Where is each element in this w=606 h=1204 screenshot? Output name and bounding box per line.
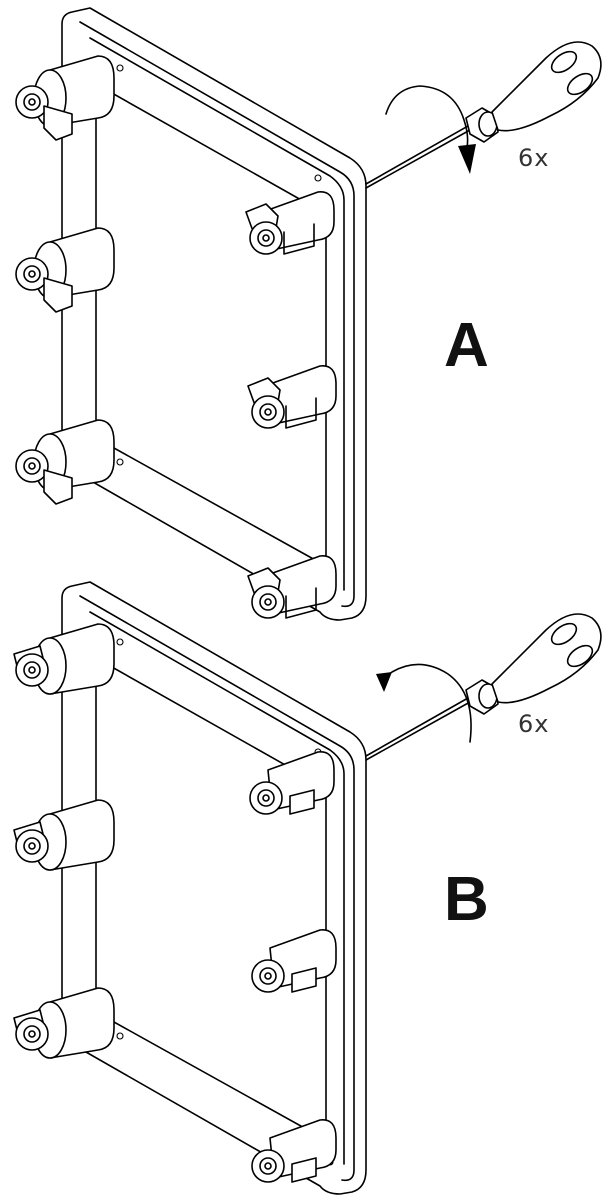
- screwdriver-icon: [365, 613, 602, 761]
- screwdriver-icon: [365, 41, 602, 189]
- figure-label: A: [444, 311, 489, 380]
- figure-b: 6x B: [13, 581, 602, 1195]
- figure-label: B: [444, 865, 489, 934]
- clamp-left-bottom: [13, 987, 115, 1059]
- screw-count-label: 6x: [518, 710, 549, 738]
- rotate-counterclockwise-icon: [376, 663, 472, 743]
- rotate-clockwise-icon: [385, 85, 476, 174]
- clamp-left-bottom: [15, 419, 115, 505]
- figure-a: 6x A: [15, 7, 602, 621]
- clamp-left-top: [13, 623, 115, 695]
- screw-count-label: 6x: [518, 144, 549, 172]
- clamp-left-middle: [13, 799, 115, 871]
